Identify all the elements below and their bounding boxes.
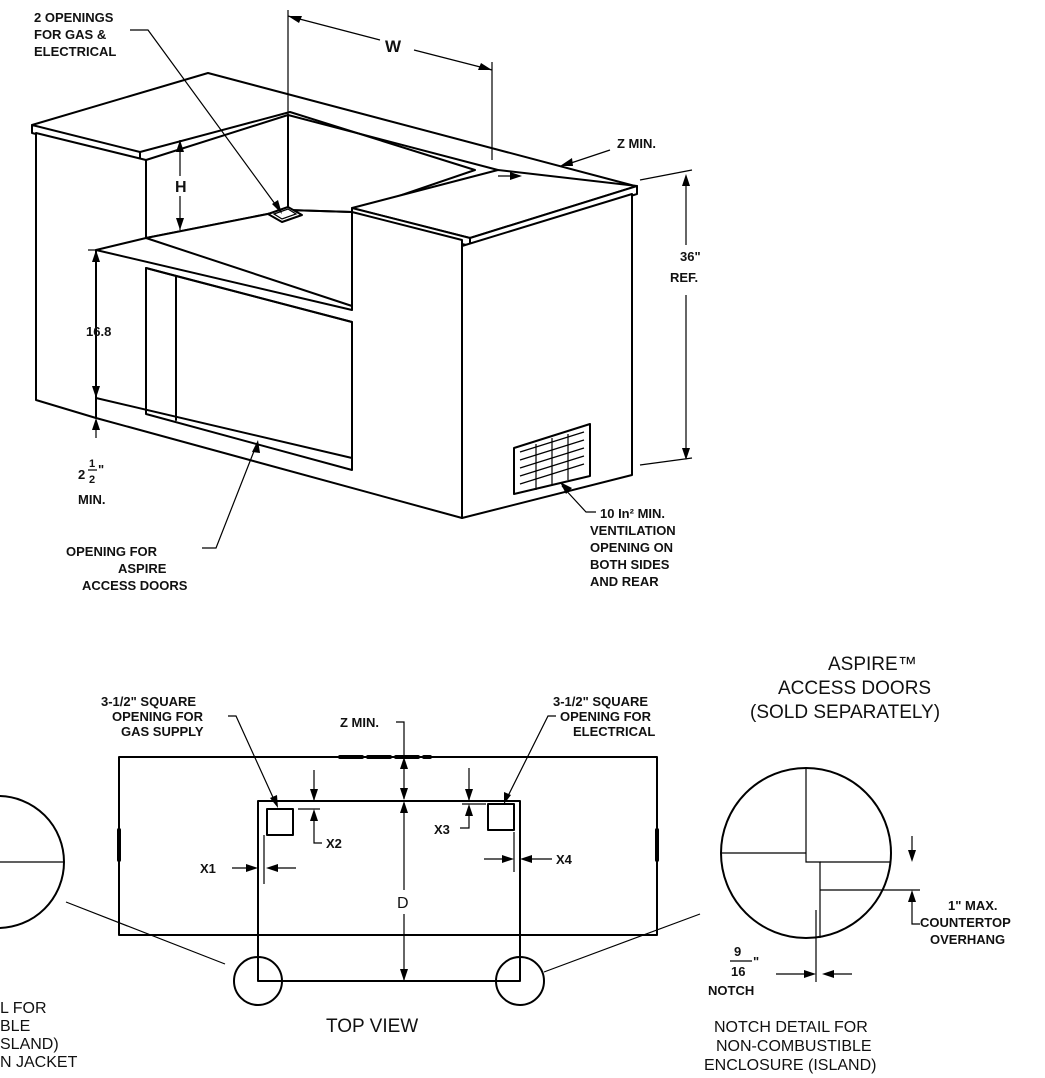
dim-16-8: 16.8 [86, 249, 111, 398]
electrical-callout: 3-1/2" SQUARE OPENING FOR ELECTRICAL [504, 694, 655, 804]
label-gas-1: 3-1/2" SQUARE [101, 694, 196, 709]
top-view-inner [257, 800, 521, 982]
label-d: D [397, 895, 409, 912]
label-2-den: 2 [89, 474, 95, 486]
label-overhang-1: 1" MAX. [948, 898, 998, 913]
note-line-2: ACCESS DOORS [778, 678, 931, 699]
top-view: D Z MIN. X2 X1 [65, 694, 701, 1037]
left-detail-line-3: SLAND) [0, 1036, 59, 1053]
label-z-min-top: Z MIN. [340, 715, 379, 730]
label-ref: REF. [670, 270, 698, 285]
note-line-1: ASPIRE™ [828, 654, 917, 675]
corner-circle-left [233, 956, 283, 1006]
label-access-3: ACCESS DOORS [82, 578, 188, 593]
label-x4: X4 [556, 852, 573, 867]
dim-d: D [397, 801, 409, 981]
label-2: 2 [78, 467, 85, 482]
electrical-square [487, 803, 515, 831]
access-doors-leader: OPENING FOR ASPIRE ACCESS DOORS [66, 440, 260, 593]
access-doors-note: ASPIRE™ ACCESS DOORS (SOLD SEPARATELY) [750, 654, 940, 723]
gas-supply-callout: 3-1/2" SQUARE OPENING FOR GAS SUPPLY [101, 694, 278, 808]
label-notch-inch: " [753, 954, 759, 969]
openings-leader: 2 OPENINGS FOR GAS & ELECTRICAL [34, 10, 282, 214]
isometric-enclosure: W H Z MIN. 36" REF. [31, 10, 701, 593]
label-notch: NOTCH [708, 983, 754, 998]
notch-caption-2: NON-COMBUSTIBLE [716, 1038, 872, 1055]
label-notch-num: 9 [734, 944, 741, 959]
dim-x3: X3 [434, 768, 486, 837]
ventilation-grille [513, 423, 591, 495]
label-access-1: OPENING FOR [66, 544, 158, 559]
label-36: 36" [680, 249, 701, 264]
label-elec-3: ELECTRICAL [573, 724, 655, 739]
label-gas-2: OPENING FOR [112, 709, 204, 724]
top-view-outer [118, 756, 658, 936]
label-z-min-iso: Z MIN. [617, 136, 656, 151]
label-vent-5: AND REAR [590, 574, 659, 589]
label-vent-1: 10 In² MIN. [600, 506, 665, 521]
dim-2-half-min: 2 1 2 " MIN. [78, 418, 105, 507]
label-top-view: TOP VIEW [326, 1016, 418, 1037]
dim-z-min-iso: Z MIN. [498, 136, 656, 180]
label-x2: X2 [326, 836, 342, 851]
label-elec-1: 3-1/2" SQUARE [553, 694, 648, 709]
dim-z-min-top: Z MIN. [340, 715, 408, 800]
label-gas-3: GAS SUPPLY [121, 724, 204, 739]
left-detail: L FOR BLE SLAND) N JACKET [0, 795, 78, 1071]
label-w: W [385, 37, 402, 56]
label-notch-den: 16 [731, 964, 745, 979]
ventilation-leader: 10 In² MIN. VENTILATION OPENING ON BOTH … [560, 482, 676, 589]
label-overhang-3: OVERHANG [930, 932, 1005, 947]
dim-x1: X1 [200, 835, 296, 884]
dim-36-ref: 36" REF. [639, 169, 701, 466]
label-16-8: 16.8 [86, 324, 111, 339]
label-vent-2: VENTILATION [590, 523, 676, 538]
note-line-3: (SOLD SEPARATELY) [750, 702, 940, 723]
dim-w: W [287, 10, 493, 160]
label-elec-2: OPENING FOR [560, 709, 652, 724]
label-x1: X1 [200, 861, 216, 876]
left-detail-line-1: L FOR [0, 1000, 47, 1017]
notch-detail: 1" MAX. COUNTERTOP OVERHANG 9 16 " NOTCH… [704, 767, 1011, 1074]
label-vent-4: BOTH SIDES [590, 557, 670, 572]
label-x3: X3 [434, 822, 450, 837]
label-h: H [175, 179, 187, 196]
notch-caption-1: NOTCH DETAIL FOR [714, 1019, 868, 1036]
label-vent-3: OPENING ON [590, 540, 673, 555]
notch-caption-3: ENCLOSURE (ISLAND) [704, 1057, 876, 1074]
left-detail-line-2: BLE [0, 1018, 30, 1035]
label-openings-3: ELECTRICAL [34, 44, 116, 59]
label-access-2: ASPIRE [118, 561, 167, 576]
label-openings-1: 2 OPENINGS [34, 10, 114, 25]
dim-x4: X4 [484, 832, 573, 872]
label-2-num: 1 [89, 458, 95, 470]
label-openings-2: FOR GAS & [34, 27, 106, 42]
corner-circle-right [495, 956, 545, 1006]
label-2-inch: " [98, 462, 104, 477]
label-2-min: MIN. [78, 492, 105, 507]
gas-electrical-opening [267, 206, 303, 223]
gas-supply-square [266, 808, 294, 836]
label-overhang-2: COUNTERTOP [920, 915, 1011, 930]
dim-x2: X2 [298, 770, 342, 851]
dim-h: H [175, 140, 187, 230]
left-detail-line-4: N JACKET [0, 1054, 78, 1071]
